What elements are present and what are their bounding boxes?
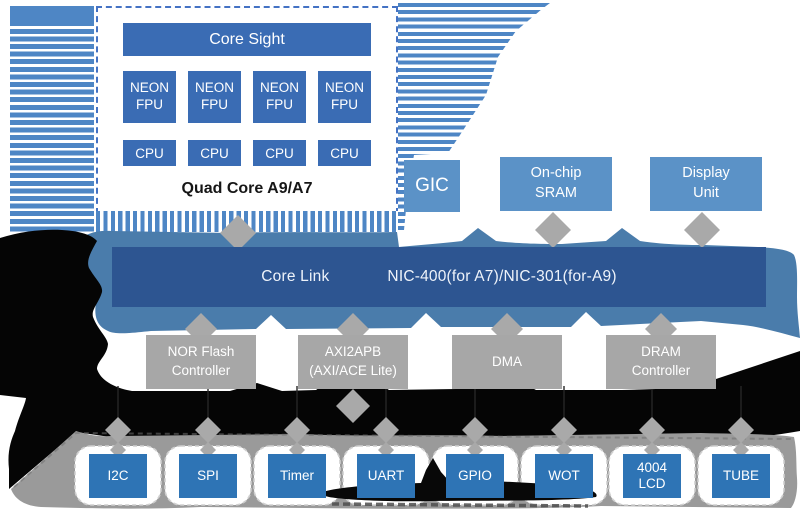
connector-diamond [684,212,720,248]
connector-diamond [462,417,488,443]
nor-flash-controller-block: NOR Flash Controller [146,335,256,389]
quad-core-caption: Quad Core A9/A7 [181,180,313,197]
peripheral-block-tube: TUBE [712,454,770,498]
peripheral-block-wot: WOT [535,454,593,498]
connector-diamond [195,417,221,443]
connector-diamond [220,215,256,251]
cpu-block: CPU [253,140,306,166]
peripheral-block-i2c: I2C [89,454,147,498]
connector-diamond [284,417,310,443]
connector-diamond [639,417,665,443]
peripheral-block-uart: UART [357,454,415,498]
cpu-block: CPU [318,140,371,166]
display-unit-block: Display Unit [650,157,762,211]
striped-sidebar-decoration [10,6,94,232]
black-ink-blob [0,229,800,490]
connector-diamond [105,417,131,443]
core-sight-block: Core Sight [123,23,371,56]
neon-fpu-block: NEON FPU [318,71,371,123]
bus-detail: NIC-400(for A7)/NIC-301(for-A9) [387,268,617,285]
ink-streak [331,502,589,508]
peripheral-block-lcd: 4004 LCD [623,454,681,498]
peripheral-block-timer: Timer [268,454,326,498]
gic-block: GIC [404,160,460,212]
peripheral-block-spi: SPI [179,454,237,498]
band-stitch [13,431,793,488]
core-link-bus: Core Link NIC-400(for A7)/NIC-301(for-A9… [112,247,766,307]
dram-controller-block: DRAM Controller [606,335,716,389]
quad-core-cluster-panel: Core Sight NEON FPU NEON FPU NEON FPU NE… [96,6,398,214]
dma-block: DMA [452,335,562,389]
connector-diamond [728,417,754,443]
neon-fpu-block: NEON FPU [123,71,176,123]
onchip-sram-block: On-chip SRAM [500,157,612,211]
neon-fpu-block: NEON FPU [253,71,306,123]
connector-diamond [551,417,577,443]
neon-fpu-block: NEON FPU [188,71,241,123]
connector-diamond [336,389,370,423]
peripheral-block-gpio: GPIO [446,454,504,498]
connector-diamond [535,212,571,248]
comb-edge-decoration [96,211,398,232]
cpu-block: CPU [123,140,176,166]
bus-name: Core Link [261,268,330,285]
cpu-block: CPU [188,140,241,166]
connector-diamond [373,417,399,443]
axi2apb-block: AXI2APB (AXI/ACE Lite) [298,335,408,389]
